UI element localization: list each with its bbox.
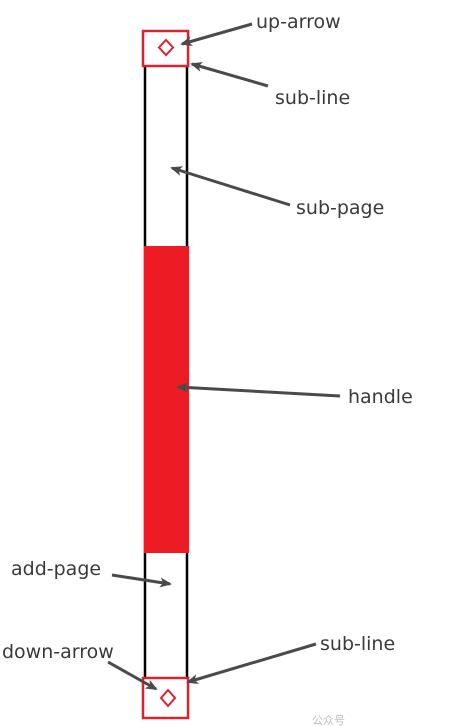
watermark-text: 公众号 [312,714,345,726]
sub-line-top-pointer [190,61,269,88]
sub-page-label: sub-page [296,197,384,219]
add-page-label: add-page [11,558,101,580]
sub-line-bottom-label: sub-line [320,633,395,655]
add-page-pointer [111,573,172,588]
down-arrow-label: down-arrow [2,641,114,663]
down-arrow-pointer [107,660,158,691]
callout-arrows [107,22,341,691]
handle-label: handle [348,386,413,408]
handle-pointer [176,382,341,398]
up-arrow-button[interactable] [141,29,190,68]
up-arrow-label: up-arrow [256,11,341,33]
sub-line-bottom-pointer [186,642,317,684]
sub-page-pointer [170,166,291,207]
scrollbar-handle[interactable] [144,246,189,553]
diamond-outline-icon [159,688,177,708]
sub-line-top-label: sub-line [275,87,350,109]
up-arrow-pointer [180,22,253,47]
diamond-outline-icon [157,38,175,57]
